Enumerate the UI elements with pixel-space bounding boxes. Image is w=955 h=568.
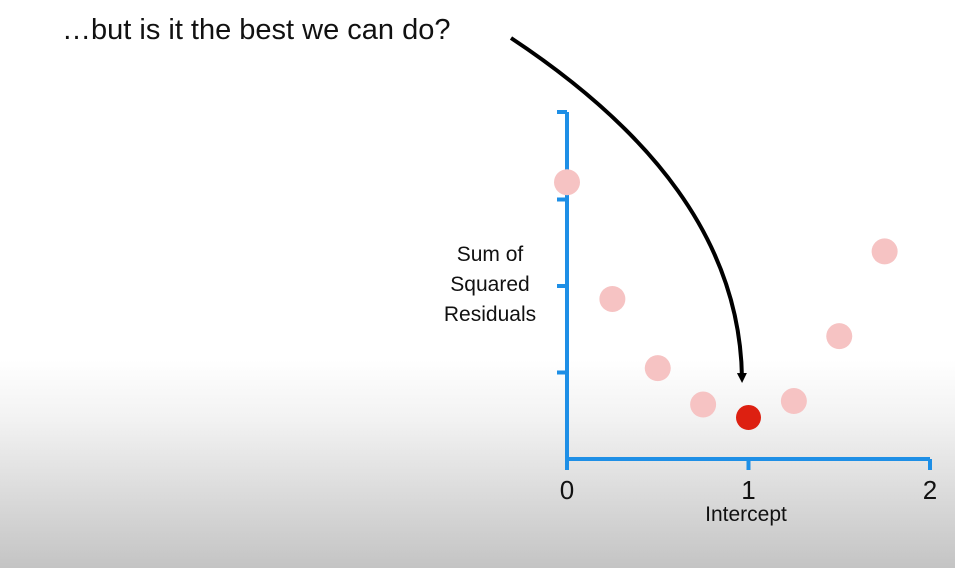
x-tick-label-1: 1 bbox=[741, 475, 755, 505]
data-point bbox=[780, 388, 807, 415]
data-point bbox=[871, 238, 898, 265]
data-point bbox=[644, 355, 671, 382]
y-axis-label: Sum of Squared Residuals bbox=[444, 243, 536, 326]
x-tick-label-2: 2 bbox=[923, 475, 937, 505]
highlighted-data-point bbox=[736, 404, 761, 430]
data-point bbox=[826, 323, 853, 350]
headline-text: …but is it the best we can do? bbox=[62, 14, 451, 46]
curved-arrow-icon bbox=[509, 36, 747, 383]
data-point bbox=[554, 169, 580, 196]
y-axis-label-line-3: Residuals bbox=[444, 303, 536, 326]
x-tick-label-0: 0 bbox=[560, 475, 574, 505]
x-axis-label: Intercept bbox=[705, 503, 787, 526]
y-axis-label-line-1: Sum of bbox=[457, 243, 524, 266]
data-point bbox=[599, 285, 626, 312]
y-axis-label-line-2: Squared bbox=[450, 273, 529, 296]
data-points bbox=[554, 169, 898, 430]
data-point bbox=[690, 391, 717, 418]
